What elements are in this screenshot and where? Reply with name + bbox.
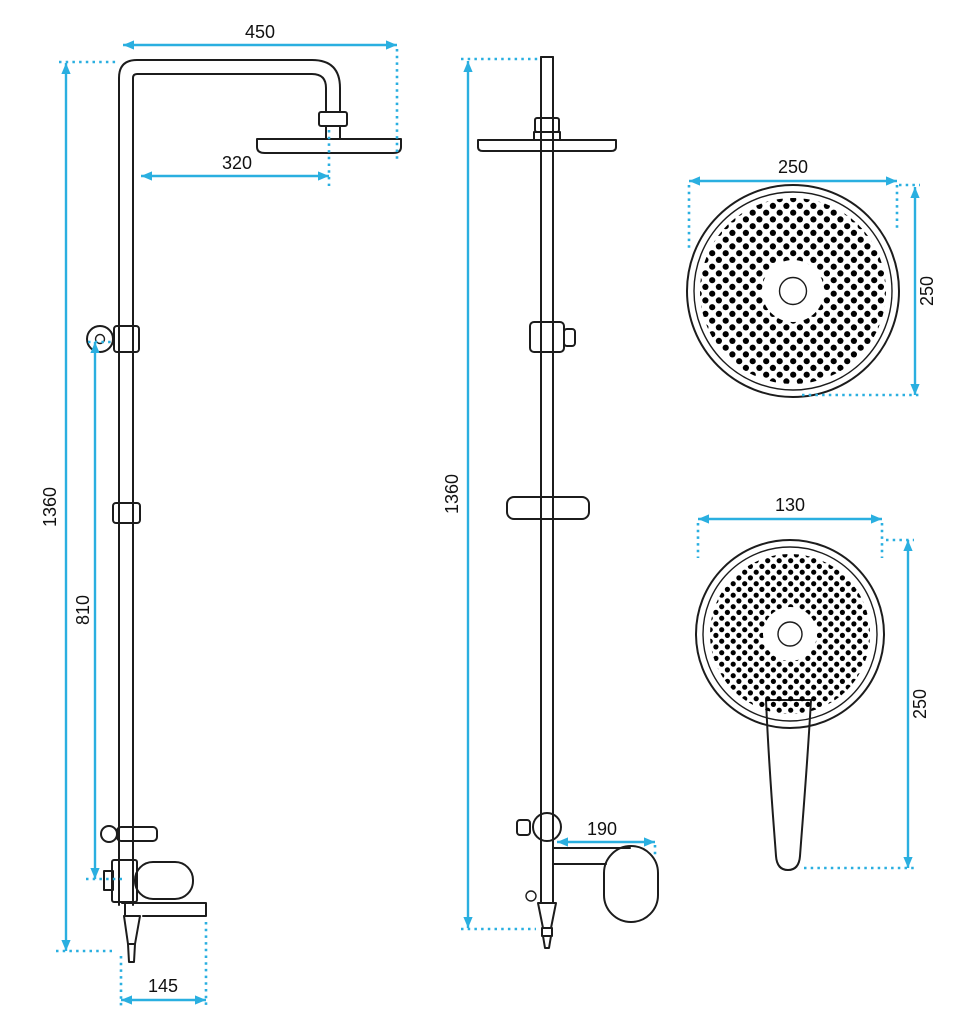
rain-head-center-hole [778, 276, 808, 306]
dim-front-total-height-label: 1360 [40, 487, 60, 527]
dim-hand-width-label: 130 [775, 495, 805, 515]
hand-shower-handle [765, 699, 812, 871]
side-view [477, 56, 659, 949]
dim-side-total-height-label: 1360 [442, 474, 462, 514]
front-outlet-nipple [127, 943, 136, 963]
front-view [86, 59, 402, 963]
side-view-dimensions: 1360 190 [442, 57, 657, 931]
side-outlet-knob [525, 890, 537, 902]
front-rain-head-slab [256, 138, 402, 154]
hand-shower-center-clear [763, 607, 817, 661]
hand-shower-dimensions: 130 250 [696, 495, 930, 870]
side-valve-lever [516, 819, 531, 836]
front-spout-shelf [121, 902, 207, 917]
dim-front-head-offset-label: 320 [222, 153, 252, 173]
dim-side-spout-depth-label: 190 [587, 819, 617, 839]
dim-rain-height-label: 250 [917, 276, 937, 306]
side-outlet-nipple [542, 935, 552, 949]
rain-head-inner-rim [693, 191, 893, 391]
side-valve-knob [532, 812, 562, 842]
front-wall-bracket-sleeve [113, 325, 140, 353]
rain-head-center-clear [762, 260, 824, 322]
side-slider-knob [563, 328, 576, 347]
hand-shower-outer-rim [695, 539, 885, 729]
hand-shower-view [695, 539, 885, 871]
front-mid-clamp [112, 502, 141, 524]
front-riser-outer [118, 59, 341, 906]
dim-front-spout-length-label: 145 [148, 976, 178, 996]
dim-front-arm-width-label: 450 [245, 22, 275, 42]
front-view-dimensions: 450 320 1360 810 145 [40, 22, 399, 1008]
rain-head-dimensions: 250 250 [687, 157, 937, 397]
dim-rain-width-label: 250 [778, 157, 808, 177]
hand-shower-center-hole [777, 621, 803, 647]
front-riser-inner [132, 73, 327, 906]
front-wall-bracket-knob-center [94, 333, 106, 345]
side-soap-dish [506, 496, 590, 520]
dim-front-mixer-height-label: 810 [73, 595, 93, 625]
front-diverter-body [116, 826, 158, 842]
side-rain-head-edge [477, 139, 617, 152]
hand-shower-inner-rim [702, 546, 878, 722]
dim-hand-height-label: 250 [910, 689, 930, 719]
front-mixer-handle [134, 861, 194, 900]
rain-head-view [686, 184, 900, 398]
